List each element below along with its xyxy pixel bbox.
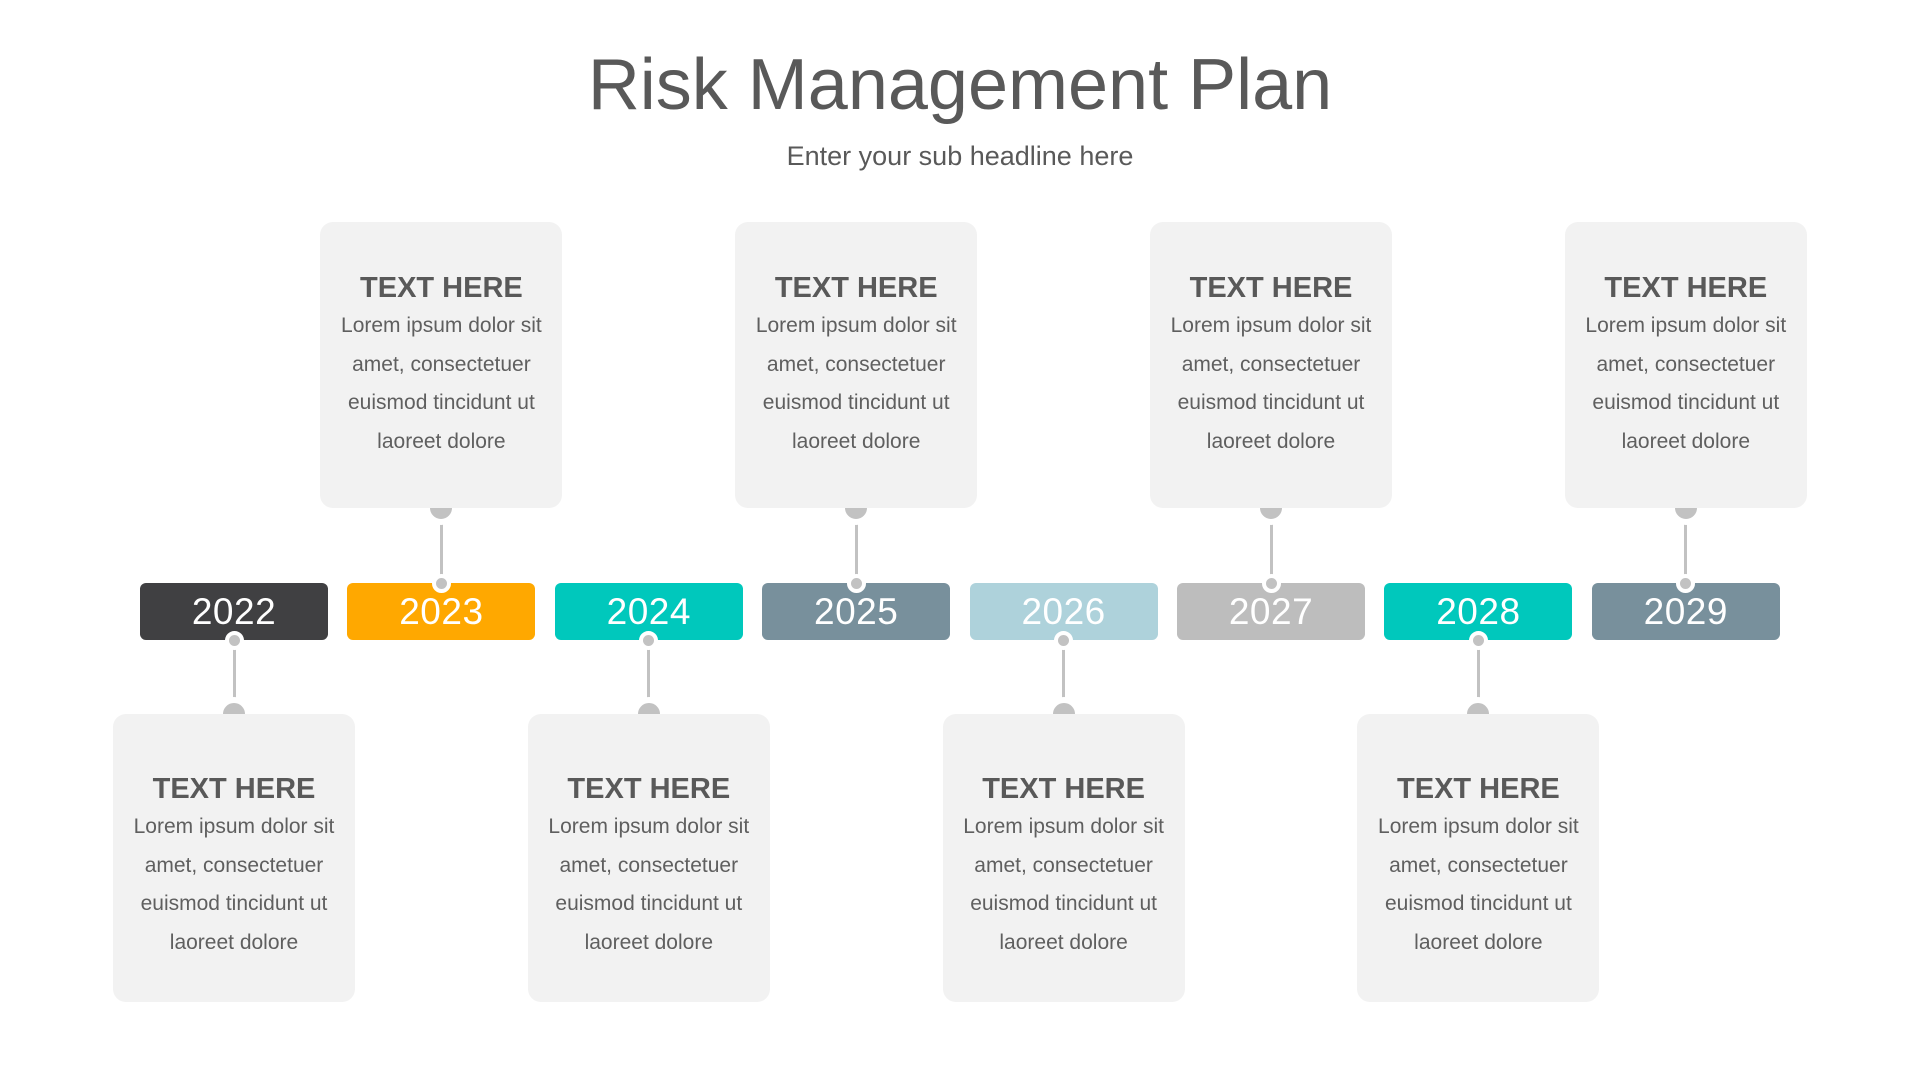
connector-dot-small-icon [432,573,451,593]
card-line: euismod tincidunt ut [762,391,950,414]
card-line: euismod tincidunt ut [140,892,328,915]
card-title: TEXT HERE [982,773,1145,805]
card-title: TEXT HERE [567,773,731,805]
year-bar-2027: 2027 [1177,583,1365,640]
milestone-card-2027: TEXT HERE Lorem ipsum dolor sit amet, co… [1150,222,1392,508]
card-line: euismod tincidunt ut [348,391,535,414]
milestone-card-2023: TEXT HERE Lorem ipsum dolor sit amet, co… [320,222,563,508]
connector-line [1476,640,1480,714]
card-line: laoreet dolore [377,429,506,453]
card-line: laoreet dolore [1414,930,1543,954]
card-line: amet, consectetuer [1389,853,1568,877]
card-body: Lorem ipsum dolor sit amet, consectetuer… [1565,307,1807,461]
card-line: amet, consectetuer [1596,352,1776,376]
card-line: amet, consectetuer [144,853,324,877]
connector-dot-small-icon [224,630,244,650]
card-line: laoreet dolore [1206,429,1336,453]
connector-dot-small-icon [1054,630,1074,650]
connector-dot-small-icon [639,630,659,650]
year-bar-2025: 2025 [762,583,951,640]
card-body: Lorem ipsum dolor sit amet, consectetuer… [113,808,355,962]
card-title: TEXT HERE [774,272,938,304]
card-line: laoreet dolore [791,429,921,453]
year-bar-2023: 2023 [347,583,536,640]
card-body: Lorem ipsum dolor sit amet, consectetuer… [528,808,770,962]
connector-line [232,640,236,714]
card-body: Lorem ipsum dolor sit amet, consectetuer… [320,307,562,461]
card-line: laoreet dolore [169,930,299,954]
card-line: Lorem ipsum dolor sit [548,815,750,838]
card-line: amet, consectetuer [352,352,531,376]
card-line: euismod tincidunt ut [1385,892,1572,915]
connector-line [1269,508,1273,583]
card-line: amet, consectetuer [766,352,946,376]
card-body: Lorem ipsum dolor sit amet, consectetuer… [735,307,977,461]
card-body: Lorem ipsum dolor sit amet, consectetuer… [1357,808,1599,962]
milestone-card-2025: TEXT HERE Lorem ipsum dolor sit amet, co… [735,222,978,508]
card-line: Lorem ipsum dolor sit [133,815,335,838]
card-line: amet, consectetuer [559,853,739,877]
milestone-card-2024: TEXT HERE Lorem ipsum dolor sit amet, co… [527,714,770,1002]
card-line: amet, consectetuer [974,853,1153,877]
card-line: laoreet dolore [584,930,713,954]
milestone-card-2022: TEXT HERE Lorem ipsum dolor sit amet, co… [113,714,355,1002]
connector-dot-small-icon [1468,630,1488,650]
card-line: Lorem ipsum dolor sit [1170,314,1372,337]
card-body: Lorem ipsum dolor sit amet, consectetuer… [1150,307,1392,461]
connector-dot-small-icon [1261,573,1281,593]
connector-line [440,508,443,583]
card-line: Lorem ipsum dolor sit [341,314,542,337]
milestone-card-2028: TEXT HERE Lorem ipsum dolor sit amet, co… [1357,714,1600,1002]
milestone-card-2026: TEXT HERE Lorem ipsum dolor sit amet, co… [942,714,1185,1002]
card-line: Lorem ipsum dolor sit [1378,815,1579,838]
card-body: Lorem ipsum dolor sit amet, consectetuer… [943,808,1185,962]
card-line: Lorem ipsum dolor sit [755,314,957,337]
card-title: TEXT HERE [152,773,316,805]
card-line: euismod tincidunt ut [555,892,743,915]
card-title: TEXT HERE [1189,272,1353,304]
connector-dot-small-icon [1676,573,1696,593]
card-line: euismod tincidunt ut [1177,391,1365,414]
card-line: euismod tincidunt ut [1592,391,1780,414]
page-title: Risk Management Plan [587,45,1333,125]
year-bar-2029: 2029 [1591,583,1780,640]
milestone-card-2029: TEXT HERE Lorem ipsum dolor sit amet, co… [1564,222,1807,508]
card-line: laoreet dolore [1621,429,1750,453]
card-title: TEXT HERE [360,272,523,304]
connector-line [647,640,651,714]
card-line: laoreet dolore [999,930,1128,954]
card-line: Lorem ipsum dolor sit [1585,314,1787,337]
connector-dot-small-icon [846,573,866,593]
card-line: Lorem ipsum dolor sit [963,815,1164,838]
card-line: euismod tincidunt ut [970,892,1157,915]
page-subtitle: Enter your sub headline here [786,141,1134,171]
connector-line [1062,640,1066,714]
connector-line [1684,508,1688,583]
connector-line [854,508,858,583]
card-line: amet, consectetuer [1181,352,1361,376]
card-title: TEXT HERE [1397,773,1560,805]
card-title: TEXT HERE [1604,272,1768,304]
